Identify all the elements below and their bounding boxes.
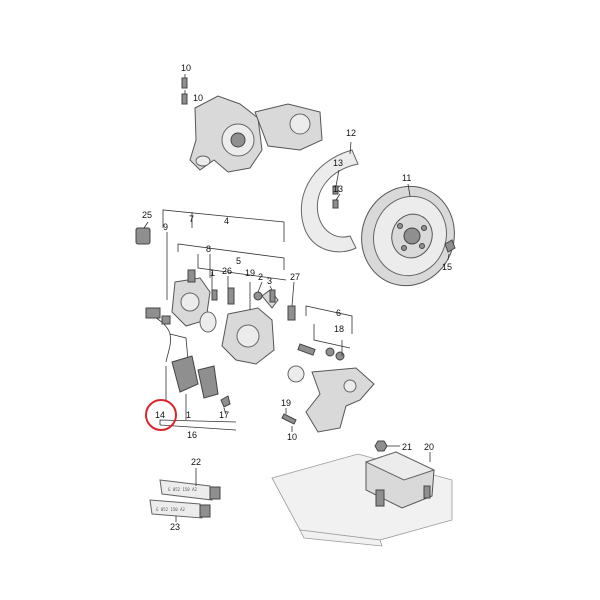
label-9: 9 (163, 222, 168, 232)
brake-carrier (221, 289, 279, 365)
label-1-top: 1 (210, 268, 215, 278)
label-16: 16 (187, 430, 197, 440)
label-2: 2 (258, 272, 263, 282)
svg-text:G 052 150 A2: G 052 150 A2 (168, 487, 197, 492)
label-15: 15 (442, 262, 452, 272)
brake-disc (361, 185, 455, 287)
guide-pins (287, 343, 345, 383)
part-numbers: 10 10 12 13 13 11 15 25 4 7 9 8 5 1 26 1… (142, 63, 452, 532)
label-10-bottom: 10 (287, 432, 297, 442)
top-bolts (181, 77, 188, 105)
label-22: 22 (191, 457, 201, 467)
svg-text:G 052 150 A2: G 052 150 A2 (156, 507, 185, 512)
label-1-bottom: 1 (186, 410, 191, 420)
group-bracket-6 (305, 305, 353, 349)
module-nut (374, 440, 388, 452)
label-11: 11 (402, 173, 411, 183)
group-bracket-4 (162, 209, 285, 242)
disc-screw (444, 239, 456, 253)
control-module (364, 451, 436, 509)
brake-pads (171, 355, 219, 399)
label-19-top: 19 (245, 268, 255, 278)
label-4: 4 (224, 216, 229, 226)
bracket-bolt (281, 413, 297, 425)
label-21: 21 (402, 442, 412, 452)
caliper-bracket (305, 367, 375, 433)
label-17: 17 (219, 410, 229, 420)
connector-block (135, 227, 151, 245)
label-14: 14 (155, 410, 165, 420)
splash-shield (300, 149, 359, 253)
label-18: 18 (334, 324, 344, 334)
label-3: 3 (267, 276, 272, 286)
label-19-bottom: 19 (281, 398, 291, 408)
label-26: 26 (222, 266, 232, 276)
grease-tube-22: G 052 150 A2 (159, 479, 221, 501)
label-7: 7 (189, 214, 194, 224)
label-12: 12 (346, 128, 356, 138)
wheel-hub-carrier (189, 95, 323, 173)
label-20: 20 (424, 442, 434, 452)
label-10-mid: 10 (193, 93, 203, 103)
label-6: 6 (336, 308, 341, 318)
leader-lines (143, 141, 450, 522)
label-8: 8 (206, 244, 211, 254)
pad-clip (220, 395, 231, 408)
label-10-top: 10 (181, 63, 191, 73)
grease-tube-23: G 052 150 A2 (149, 499, 211, 519)
caliper-seal (199, 311, 217, 333)
label-5: 5 (236, 256, 241, 266)
group-bracket-5 (177, 243, 287, 281)
label-13-b: 13 (333, 184, 343, 194)
label-27: 27 (290, 272, 300, 282)
label-25: 25 (142, 210, 152, 220)
label-13-a: 13 (333, 158, 343, 168)
wear-indicator-wire (145, 307, 189, 363)
highlight-circle (145, 399, 177, 431)
brake-caliper (171, 269, 211, 327)
label-23: 23 (170, 522, 180, 532)
small-fittings (211, 287, 296, 321)
